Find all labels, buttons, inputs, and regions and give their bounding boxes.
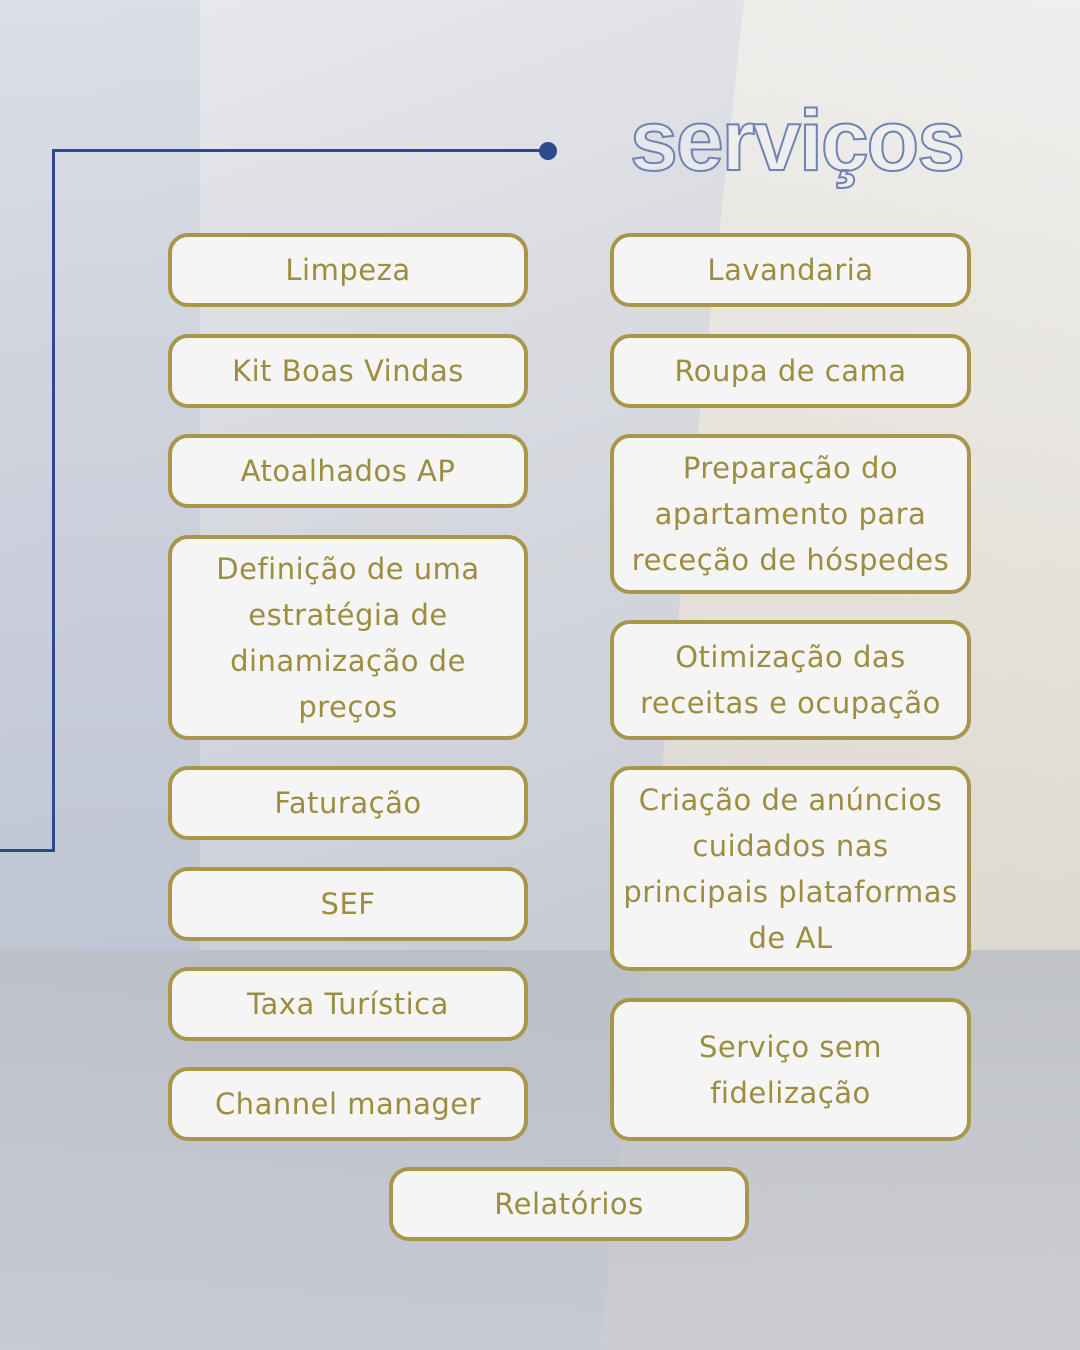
service-atoalhados: Atoalhados AP	[168, 434, 528, 508]
service-taxa-turistica: Taxa Turística	[168, 967, 528, 1041]
service-sem-fidelizacao: Serviço sem fidelização	[610, 998, 971, 1141]
service-anuncios: Criação de anúncios cuidados nas princip…	[610, 766, 971, 971]
service-relatorios: Relatórios	[389, 1167, 749, 1241]
service-kit-boas-vindas: Kit Boas Vindas	[168, 334, 528, 408]
service-otimizacao: Otimização das receitas e ocupação	[610, 620, 971, 740]
service-limpeza: Limpeza	[168, 233, 528, 307]
service-faturacao: Faturação	[168, 766, 528, 840]
service-preparacao: Preparação do apartamento para receção d…	[610, 434, 971, 594]
background-building	[0, 0, 200, 950]
service-sef: SEF	[168, 867, 528, 941]
decorative-line-vertical	[52, 149, 55, 852]
service-channel-manager: Channel manager	[168, 1067, 528, 1141]
service-roupa-de-cama: Roupa de cama	[610, 334, 971, 408]
service-estrategia-precos: Definição de uma estratégia de dinamizaç…	[168, 535, 528, 740]
decorative-line-top	[52, 149, 548, 152]
service-lavandaria: Lavandaria	[610, 233, 971, 307]
page-title: serviços	[629, 92, 966, 190]
decorative-line-bottom	[0, 849, 55, 852]
decorative-dot	[539, 142, 557, 160]
